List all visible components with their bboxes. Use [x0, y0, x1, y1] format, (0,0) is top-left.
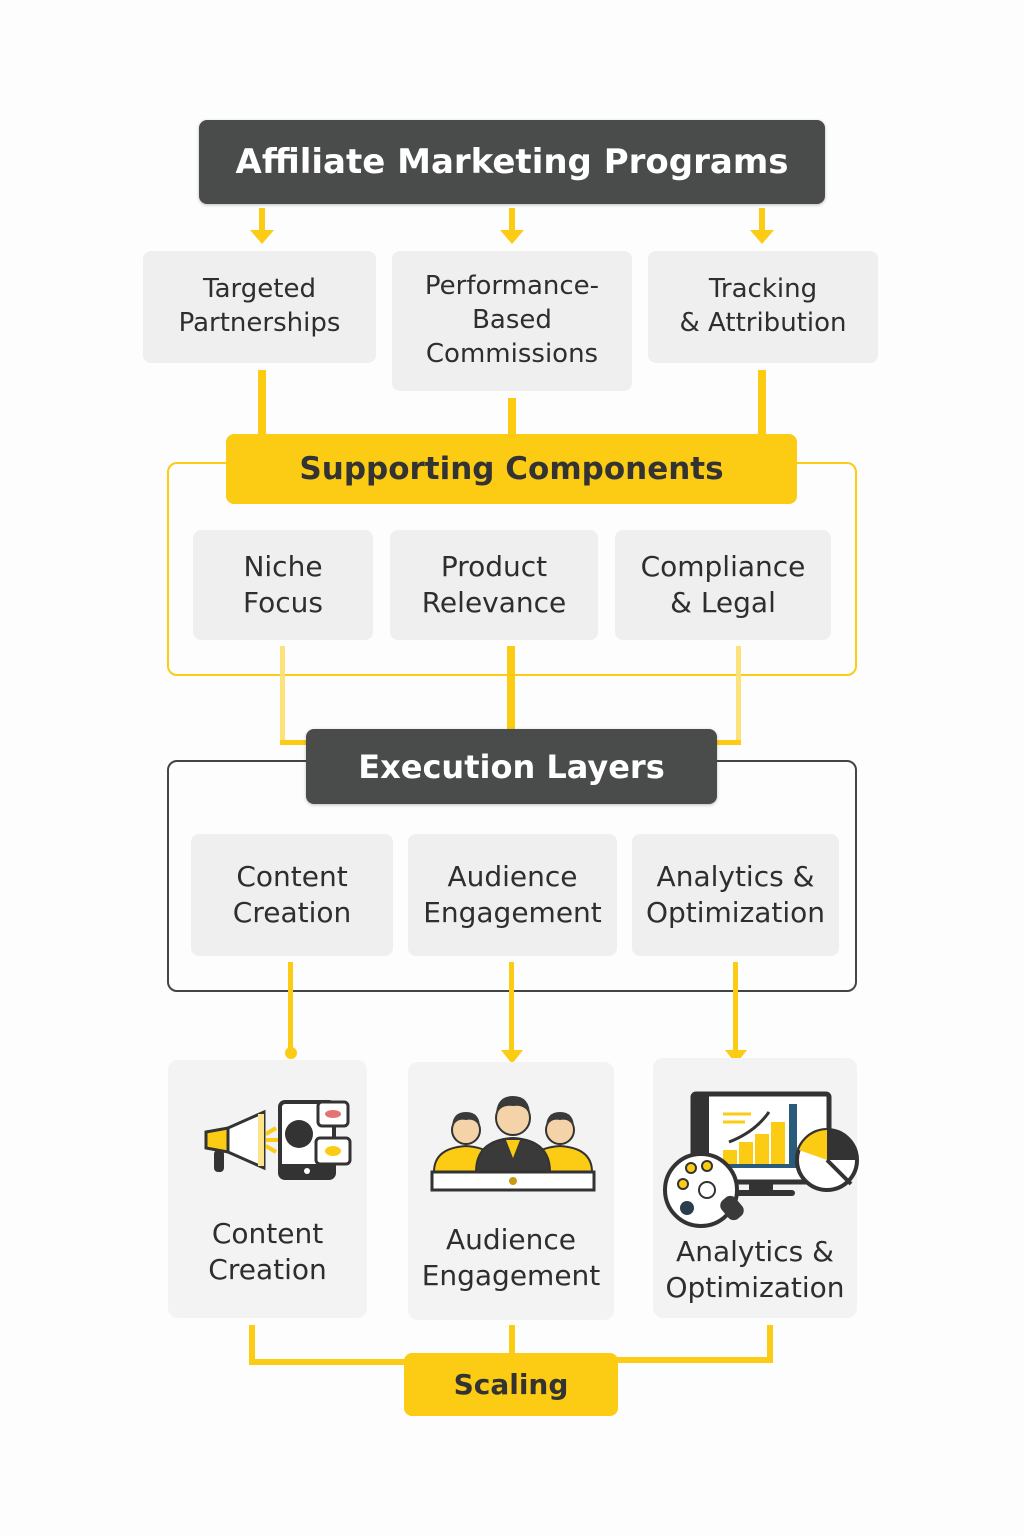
connector	[509, 208, 515, 234]
scaling-box: Scaling	[404, 1353, 618, 1416]
support-label: Compliance & Legal	[640, 549, 806, 619]
program-label: Performance- Based Commissions	[424, 271, 600, 369]
supporting-title-box: Supporting Components	[226, 434, 797, 504]
arrowhead	[250, 230, 274, 244]
connector	[508, 398, 516, 436]
exec-content-creation: Content Creation	[191, 834, 393, 956]
main-title: Affiliate Marketing Programs	[235, 142, 789, 182]
execution-title-box: Execution Layers	[306, 729, 717, 804]
audience-group-icon	[430, 1096, 596, 1192]
card-label: Audience Engagement	[421, 1223, 601, 1293]
program-label: Tracking & Attribution	[679, 274, 847, 338]
main-title-box: Affiliate Marketing Programs	[199, 120, 825, 204]
card-audience-engagement: Audience Engagement	[408, 1062, 614, 1320]
connector	[249, 1325, 255, 1365]
connector	[259, 208, 265, 234]
support-compliance-legal: Compliance & Legal	[615, 530, 831, 640]
exec-analytics-optimization: Analytics & Optimization	[632, 834, 839, 956]
card-content-creation: Content Creation	[168, 1060, 367, 1318]
connector	[280, 646, 285, 744]
exec-audience-engagement: Audience Engagement	[408, 834, 617, 956]
arrowhead	[285, 1047, 297, 1059]
card-label: Analytics & Optimization	[665, 1235, 845, 1305]
arrowhead	[725, 1050, 747, 1064]
connector	[712, 740, 741, 745]
arrowhead	[500, 230, 524, 244]
connector	[280, 740, 310, 745]
connector	[759, 208, 765, 234]
program-label: Targeted Partnerships	[178, 274, 341, 338]
execution-title: Execution Layers	[358, 747, 665, 786]
support-niche-focus: Niche Focus	[193, 530, 373, 640]
program-targeted-partnerships: Targeted Partnerships	[143, 251, 376, 363]
analytics-monitor-icon	[663, 1091, 859, 1228]
program-performance-commissions: Performance- Based Commissions	[392, 251, 632, 391]
exec-label: Audience Engagement	[423, 859, 602, 929]
support-label: Niche Focus	[243, 549, 323, 619]
exec-label: Analytics & Optimization	[645, 859, 826, 929]
card-analytics-optimization: Analytics & Optimization	[653, 1058, 859, 1318]
supporting-title: Supporting Components	[299, 451, 724, 487]
exec-label: Content Creation	[232, 859, 352, 929]
arrowhead	[750, 230, 774, 244]
connector	[736, 646, 741, 744]
connector	[509, 1325, 515, 1357]
connector	[288, 962, 293, 1054]
connector	[733, 962, 738, 1052]
connector	[767, 1325, 773, 1363]
connector	[615, 1357, 773, 1363]
connector	[507, 646, 515, 732]
megaphone-phone-icon	[204, 1100, 352, 1180]
connector	[758, 370, 766, 436]
card-label: Content Creation	[208, 1217, 327, 1287]
connector	[258, 370, 266, 436]
program-tracking-attribution: Tracking & Attribution	[648, 251, 878, 363]
support-product-relevance: Product Relevance	[390, 530, 598, 640]
arrowhead	[501, 1050, 523, 1064]
scaling-label: Scaling	[453, 1368, 569, 1401]
connector	[249, 1359, 409, 1365]
support-label: Product Relevance	[421, 549, 567, 619]
connector	[509, 962, 514, 1052]
